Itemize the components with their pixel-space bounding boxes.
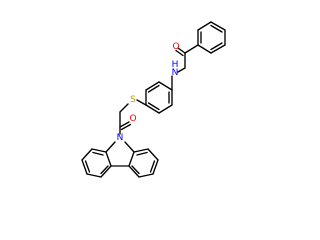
molecule-structure: O N H S O N [81, 21, 226, 178]
bond [177, 47, 186, 54]
bond [100, 165, 109, 175]
bond [147, 102, 160, 111]
bond [100, 165, 112, 178]
bond [138, 173, 154, 178]
bond [197, 21, 212, 31]
atom-label-layer: O N H S O N [117, 42, 180, 143]
bond [128, 165, 140, 178]
bond [84, 160, 91, 173]
bond [136, 99, 147, 106]
bond [105, 151, 112, 167]
bond [119, 103, 129, 113]
bond [152, 159, 159, 175]
bond [147, 148, 159, 161]
bond [197, 44, 212, 54]
bond [210, 24, 223, 33]
bond [158, 104, 173, 114]
bond [145, 81, 160, 91]
ketone-oxygen-label: O [129, 114, 136, 124]
amide-oxygen-label: O [172, 42, 179, 52]
bond [210, 42, 223, 51]
bond [105, 141, 116, 153]
bond [92, 151, 104, 156]
bond [145, 104, 160, 114]
bond [81, 159, 88, 175]
bond [91, 148, 107, 153]
bond [149, 160, 156, 173]
bond [177, 67, 186, 73]
bond [184, 44, 199, 54]
bond [120, 123, 132, 131]
bond [133, 148, 149, 153]
bond [81, 148, 93, 161]
bond [175, 49, 184, 57]
carbazole-nitrogen-label: N [117, 133, 124, 143]
bond [131, 165, 140, 175]
thioether-sulfur-label: S [130, 95, 136, 105]
bond [147, 84, 160, 93]
bond [210, 21, 226, 31]
bond [86, 173, 102, 178]
bond [124, 141, 135, 153]
bond [119, 121, 130, 128]
amide-hydrogen-label: H [172, 60, 179, 70]
amide-nitrogen-label: N [172, 68, 179, 78]
bond-layer [81, 21, 226, 178]
bond [158, 81, 173, 91]
bond [136, 151, 148, 156]
bond [128, 151, 135, 167]
bond [210, 44, 226, 54]
